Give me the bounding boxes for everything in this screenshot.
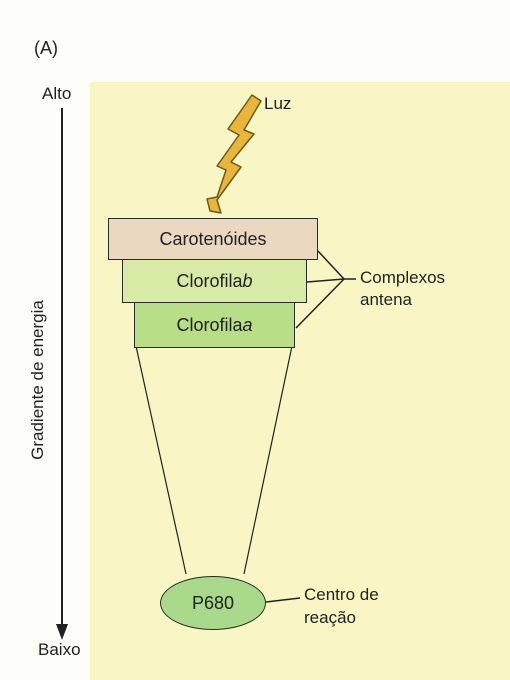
funnel-line-left (135, 345, 187, 575)
pigment-chlorophyll-a: Clorofila a (134, 302, 295, 348)
pigment-chlorophyll-a-label: Clorofila (176, 314, 243, 335)
pigment-carotenoids: Carotenóides (108, 218, 318, 260)
axis-top-label: Alto (42, 84, 72, 103)
pigment-chlorophyll-b: Clorofila b (122, 259, 307, 303)
pigment-chlorophyll-b-label: Clorofila (176, 270, 243, 291)
diagram-background (90, 82, 510, 680)
light-label: Luz (264, 94, 292, 113)
panel-label: (A) (34, 38, 58, 58)
pigment-chlorophyll-a-letter: a (242, 314, 253, 335)
funnel-line-right (243, 345, 293, 575)
reaction-center-p680: P680 (160, 576, 266, 630)
energy-axis-arrowhead (56, 624, 68, 640)
reaction-center-label-line2: reação (304, 608, 356, 627)
reaction-center-pointer (265, 597, 301, 603)
reaction-center-label-line1: Centro de (304, 585, 379, 604)
antenna-pointer-upper (317, 250, 345, 280)
pigment-chlorophyll-b-letter: b (242, 270, 253, 291)
lightning-icon (206, 94, 262, 214)
antenna-pointer-lower (295, 278, 345, 329)
antenna-label-line1: Complexos (360, 268, 446, 287)
reaction-center-name: P680 (191, 592, 235, 613)
pigment-carotenoids-label: Carotenóides (159, 228, 267, 249)
antenna-label-line2: antena (360, 290, 412, 309)
axis-bottom-label: Baixo (38, 640, 81, 659)
antenna-pointer-top (306, 278, 345, 283)
